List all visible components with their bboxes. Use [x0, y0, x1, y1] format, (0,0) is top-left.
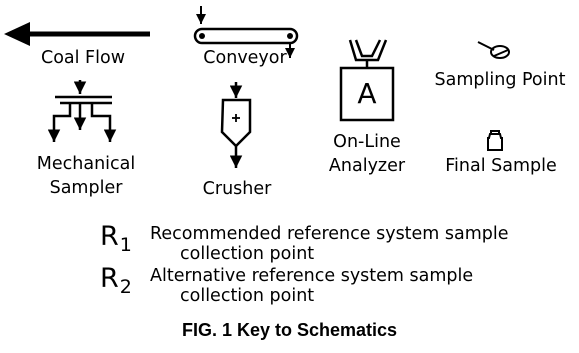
final-sample-label: Final Sample	[445, 156, 557, 176]
online-analyzer-icon	[339, 39, 395, 122]
analyzer-letter: A	[357, 77, 377, 110]
crusher-label: Crusher	[202, 179, 272, 199]
conveyor-icon	[193, 6, 299, 58]
sampling-point-label: Sampling Point	[434, 70, 566, 90]
mechanical-sampler-label-line1: Mechanical	[36, 154, 136, 174]
r1-symbol: R1	[100, 221, 132, 257]
r2-subscript: 2	[119, 276, 132, 298]
sampling-point-icon	[477, 41, 510, 59]
figure-caption: FIG. 1 Key to Schematics	[181, 320, 398, 340]
r1-description-line1: Recommended reference system sample	[150, 224, 509, 244]
final-sample-icon	[487, 130, 503, 151]
r2-description-line2: collection point	[180, 286, 315, 306]
r2-description-line1: Alternative reference system sample	[150, 266, 474, 286]
mechanical-sampler-icon	[47, 80, 117, 142]
r2-letter: R	[100, 263, 119, 294]
online-analyzer-label-line2: Analyzer	[328, 156, 406, 176]
r2-symbol: R2	[100, 263, 132, 299]
r1-description-line2: collection point	[180, 244, 315, 264]
r1-subscript: 1	[119, 234, 132, 256]
r1-letter: R	[100, 221, 119, 252]
coal-flow-arrow-icon	[4, 22, 150, 46]
conveyor-label: Conveyor	[203, 48, 287, 68]
coal-flow-label: Coal Flow	[40, 48, 126, 68]
mechanical-sampler-label-line2: Sampler	[49, 178, 123, 198]
online-analyzer-label-line1: On-Line	[333, 132, 401, 152]
crusher-icon	[220, 82, 252, 168]
